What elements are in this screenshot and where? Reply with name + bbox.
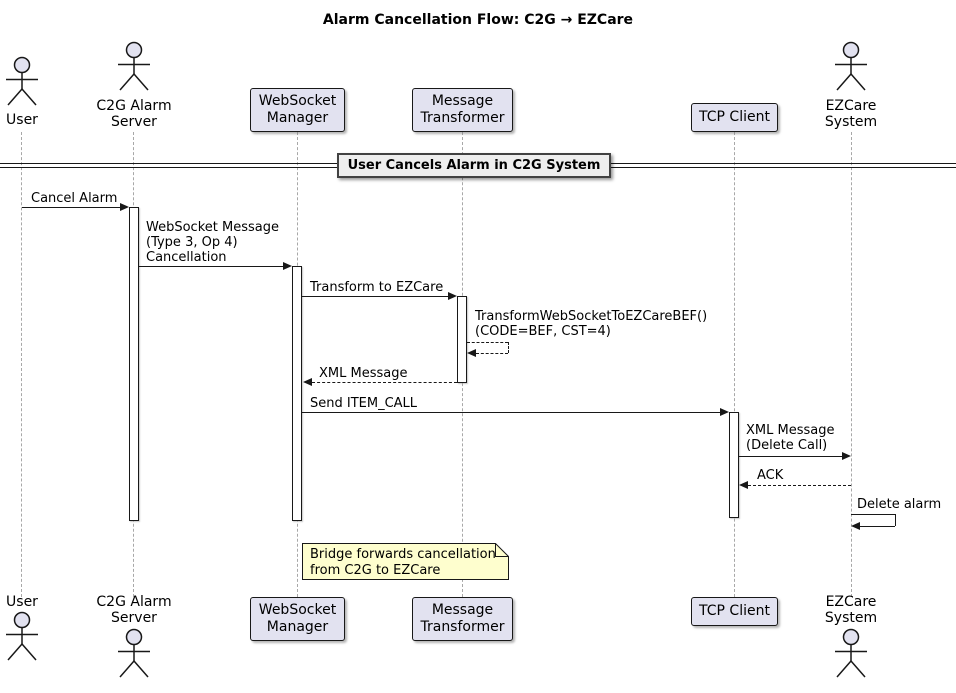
self-message-line-out [467,342,508,343]
lifeline-ezcare-system [851,132,852,597]
self-message-line-back [476,353,508,354]
message-label-xml-delete-call: XML Message (Delete Call) [746,423,835,453]
c2g-actor-icon [118,628,150,678]
user-actor-icon [6,611,38,661]
ezcare-actor-icon [835,628,867,678]
message-label-send-item-call: Send ITEM_CALL [310,396,418,411]
arrowhead-left [303,378,312,386]
message-line-cancel-alarm [22,207,121,208]
activation-websocket [292,266,302,521]
message-line-websocket-message [139,266,284,267]
arrowhead-left [851,522,860,530]
participant-label-ezcare-top: EZCare System [824,98,878,130]
participant-label-ezcare-bottom: EZCare System [824,594,878,626]
arrowhead-right [120,203,129,211]
message-label-transform: Transform to EZCare [310,280,444,295]
self-message-line-down [895,514,896,526]
note-shape [302,543,509,580]
divider-label-box: User Cancels Alarm in C2G System [337,153,611,178]
participant-label-user-top: User [6,112,38,128]
c2g-actor-icon [118,41,150,91]
participant-box-tcp-top: TCP Client [691,103,778,132]
message-line-ack [748,485,851,486]
participant-box-websocket-bottom: WebSocket Manager [250,597,345,641]
message-line-xml-delete-call [739,456,842,457]
message-label-xml-message: XML Message [319,366,408,381]
lifeline-user [21,132,22,597]
message-label-ack: ACK [757,468,784,483]
activation-tcp [729,412,739,518]
participant-box-transformer-top: Message Transformer [412,88,513,132]
message-label-cancel-alarm: Cancel Alarm [31,191,118,206]
diagram-title: Alarm Cancellation Flow: C2G → EZCare [322,12,634,28]
self-message-line-out [851,514,895,515]
user-actor-icon [6,56,38,106]
arrowhead-right [283,262,292,270]
note-text: Bridge forwards cancellation from C2G to… [310,547,496,578]
lifeline-tcp-client [734,132,735,597]
message-label-transform-function: TransformWebSocketToEZCareBEF() (CODE=BE… [475,309,708,339]
message-line-send-item-call [302,412,720,413]
message-label-websocket-message: WebSocket Message (Type 3, Op 4) Cancell… [146,220,279,265]
participant-box-websocket-top: WebSocket Manager [250,88,345,132]
ezcare-actor-icon [835,41,867,91]
participant-box-tcp-bottom: TCP Client [691,597,778,626]
message-line-xml-message [312,382,457,383]
participant-label-c2g-top: C2G Alarm Server [96,98,172,130]
self-message-line-down [508,342,509,353]
arrowhead-right [448,292,457,300]
activation-c2g [129,207,139,521]
arrowhead-right [720,408,729,416]
participant-label-c2g-bottom: C2G Alarm Server [96,594,172,626]
message-label-delete-alarm: Delete alarm [857,497,942,512]
activation-transformer [457,296,467,383]
arrowhead-right [842,452,851,460]
participant-label-user-bottom: User [6,594,38,610]
participant-box-transformer-bottom: Message Transformer [412,597,513,641]
arrowhead-left [739,481,748,489]
arrowhead-left [467,349,476,357]
message-line-transform [302,296,448,297]
self-message-line-back [860,526,895,527]
